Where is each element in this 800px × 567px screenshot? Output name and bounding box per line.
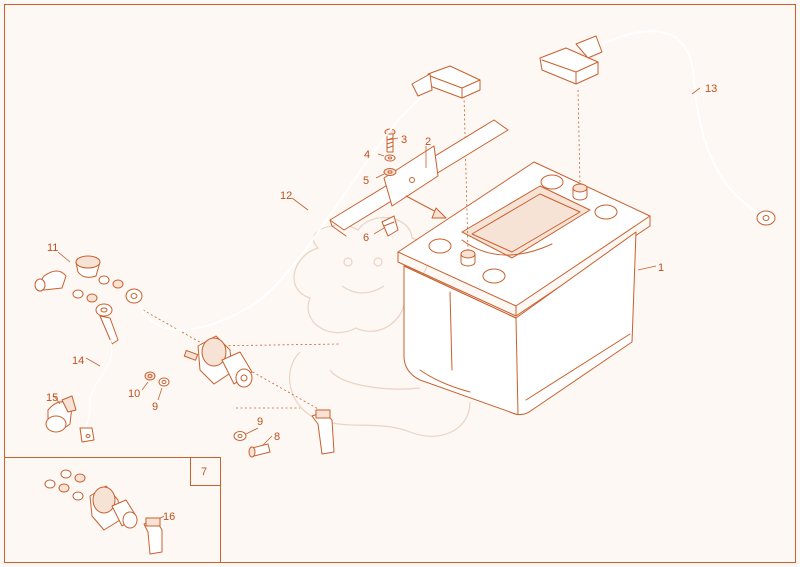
callout-9-lower: 9 xyxy=(257,416,263,428)
callout-2: 2 xyxy=(425,136,431,148)
battery-positive-terminal-icon xyxy=(572,183,588,201)
terminal-cap-icon[interactable] xyxy=(45,395,77,433)
callout-16: 16 xyxy=(163,511,175,523)
battery-icon[interactable] xyxy=(397,161,651,416)
callout-4: 4 xyxy=(364,149,370,161)
callout-labels: 1 2 3 4 5 6 7 8 9 9 10 11 12 13 14 15 16 xyxy=(46,83,717,523)
nut-icon[interactable] xyxy=(383,168,397,176)
positive-cable-icon[interactable] xyxy=(125,65,481,331)
inset-kit-panel xyxy=(4,457,221,563)
callout-8: 8 xyxy=(274,431,280,443)
negative-cable-icon[interactable] xyxy=(539,30,776,226)
clip-icon[interactable] xyxy=(381,215,399,237)
connector-blade-icon[interactable] xyxy=(311,409,335,455)
callout-14: 14 xyxy=(72,355,84,367)
callout-12: 12 xyxy=(280,190,292,202)
callout-7: 7 xyxy=(201,466,207,478)
washer-set-icon[interactable] xyxy=(72,275,124,303)
screw-icon[interactable] xyxy=(384,128,396,153)
washer-icon[interactable] xyxy=(233,431,247,441)
callout-5: 5 xyxy=(363,175,369,187)
terminal-post-icon[interactable] xyxy=(183,335,253,388)
battery-negative-terminal-icon xyxy=(460,249,476,267)
ground-strap-icon[interactable] xyxy=(79,303,119,443)
frame-border xyxy=(4,4,796,563)
callout-6: 6 xyxy=(363,232,369,244)
callout-9-upper: 9 xyxy=(152,401,158,413)
washer-icon[interactable] xyxy=(158,377,170,387)
callout-10: 10 xyxy=(128,388,140,400)
elbow-cap-icon[interactable] xyxy=(34,255,101,292)
leader-lines xyxy=(53,87,701,523)
bolt-icon[interactable] xyxy=(248,443,271,458)
washer-icon[interactable] xyxy=(384,154,396,162)
assembly-guide-line xyxy=(463,95,469,251)
callout-1: 1 xyxy=(658,262,664,274)
inset-kit-icon[interactable] xyxy=(44,469,163,555)
callout-13: 13 xyxy=(705,83,717,95)
callout-3: 3 xyxy=(401,134,407,146)
hold-down-bracket-icon[interactable] xyxy=(329,119,509,237)
callout-15: 15 xyxy=(46,392,58,404)
nut-icon[interactable] xyxy=(144,371,156,381)
callout-11: 11 xyxy=(47,242,58,254)
assembly-guide-line xyxy=(577,89,581,185)
